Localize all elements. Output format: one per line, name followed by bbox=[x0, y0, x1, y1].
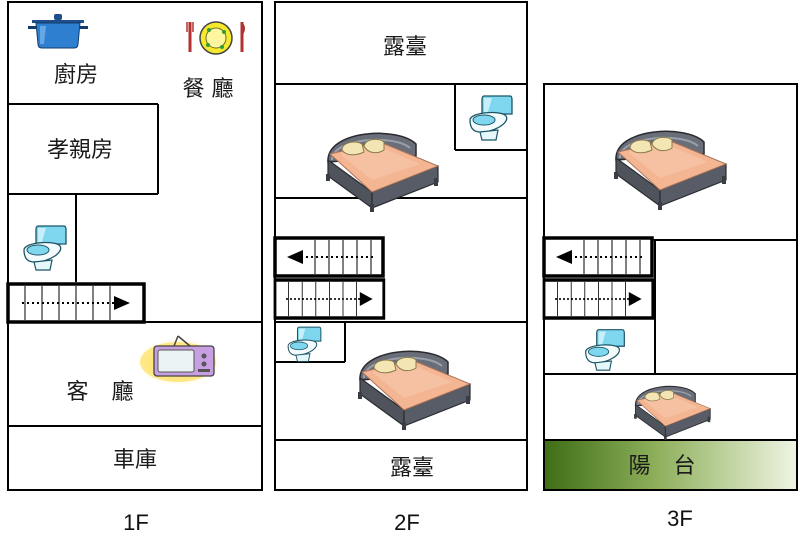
bed-icon bbox=[613, 130, 727, 211]
bed-icon bbox=[325, 132, 439, 213]
floor-label-2f: 2F bbox=[394, 510, 420, 535]
bed-icon bbox=[357, 350, 471, 431]
room-terrace-top: 露臺 bbox=[383, 35, 427, 60]
toilet-icon bbox=[287, 326, 322, 362]
pot-icon bbox=[28, 14, 88, 49]
room-balcony: 陽 台 bbox=[629, 454, 704, 479]
tv-icon bbox=[136, 335, 220, 386]
room-terrace-bottom: 露臺 bbox=[390, 456, 434, 481]
toilet-icon bbox=[469, 95, 513, 141]
floor-1f: 廚房 餐 廳 孝親房 客 廳 車庫 bbox=[6, 1, 263, 491]
stairs-icon bbox=[6, 282, 146, 324]
stairs-icon bbox=[542, 236, 654, 278]
room-garage: 車庫 bbox=[113, 448, 157, 473]
floor-2f: 露臺 露臺 bbox=[273, 1, 528, 491]
room-parents: 孝親房 bbox=[47, 138, 113, 163]
plate-icon bbox=[186, 21, 245, 55]
floor-1f-outline bbox=[7, 1, 263, 491]
room-living: 客 廳 bbox=[67, 380, 142, 405]
room-dining: 餐 廳 bbox=[183, 77, 234, 102]
floor-3f: 陽 台 bbox=[542, 83, 798, 491]
stairs-icon bbox=[273, 236, 385, 278]
toilet-icon bbox=[23, 225, 67, 271]
stairs-icon bbox=[542, 278, 655, 320]
room-kitchen: 廚房 bbox=[54, 63, 98, 88]
floor-label-3f: 3F bbox=[667, 506, 693, 531]
toilet-icon bbox=[585, 329, 625, 371]
balcony-area bbox=[545, 441, 796, 489]
bed-icon bbox=[633, 385, 711, 441]
floor-label-1f: 1F bbox=[123, 510, 149, 535]
stairs-icon bbox=[273, 278, 386, 320]
